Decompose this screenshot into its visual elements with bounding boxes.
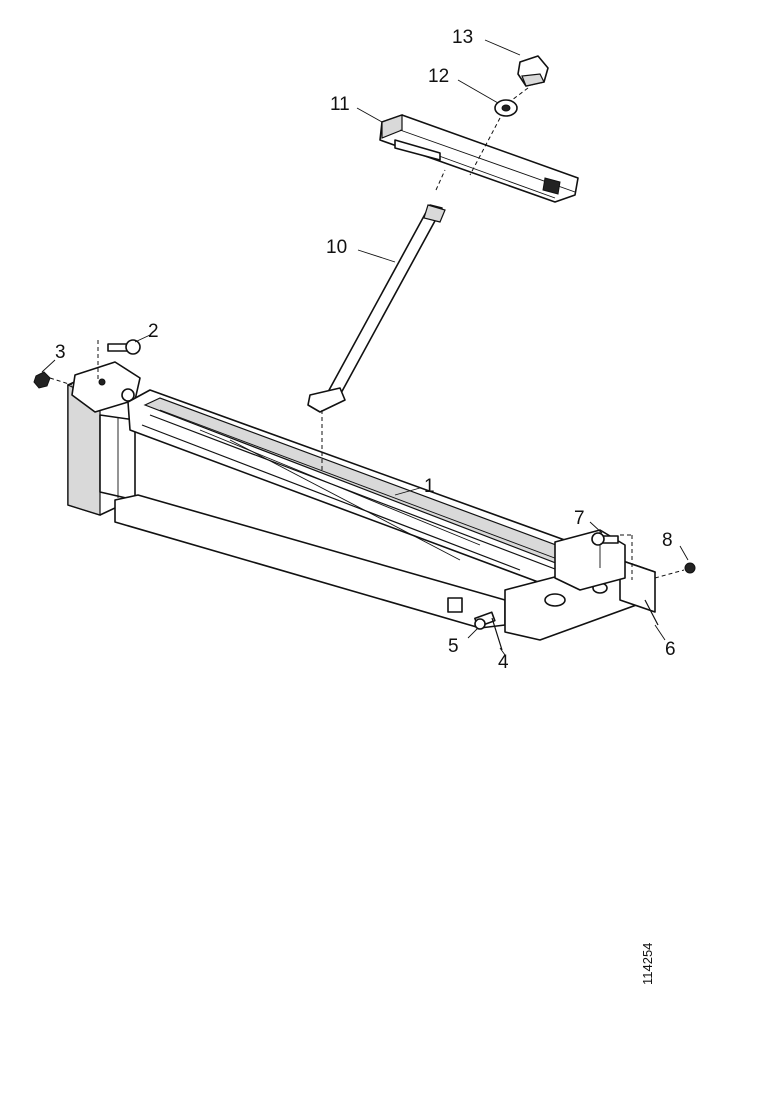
- callout-4: 4: [498, 652, 509, 673]
- tab-part-6: [644, 599, 659, 626]
- callout-11: 11: [330, 94, 350, 115]
- nut-part-8: [654, 562, 696, 579]
- callout-13: 13: [452, 27, 473, 48]
- callout-12: 12: [428, 66, 449, 87]
- callout-5: 5: [448, 636, 459, 657]
- leader-lines: [41, 39, 689, 656]
- callout-8: 8: [662, 530, 673, 551]
- rod-part-10: [307, 169, 446, 470]
- stud-part-4: [491, 617, 503, 651]
- figure-reference-number: 114254: [640, 943, 655, 985]
- callout-7: 7: [574, 508, 585, 529]
- callout-labels: 13 12 11 10 2 3 1 7 8 6 5 4: [55, 27, 676, 673]
- bolt-part-7: [591, 532, 633, 580]
- callout-1: 1: [424, 476, 435, 497]
- callout-10: 10: [326, 237, 347, 258]
- bolt-part-5: [474, 611, 496, 630]
- frame-assembly: [67, 361, 656, 641]
- nut-part-13: [511, 55, 549, 101]
- callout-3: 3: [55, 342, 66, 363]
- nut-part-3: [33, 371, 73, 389]
- washer-part-12: [469, 99, 518, 176]
- callout-6: 6: [665, 639, 676, 660]
- bolt-part-2: [97, 339, 141, 380]
- callout-2: 2: [148, 321, 159, 342]
